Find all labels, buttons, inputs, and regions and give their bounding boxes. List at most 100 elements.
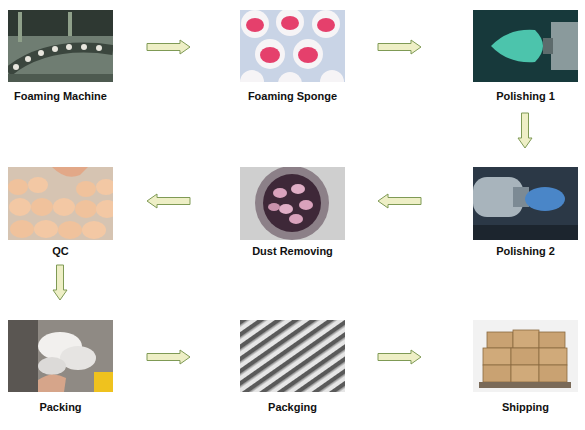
step-caption: Dust Removing [218,244,368,258]
sponge-photo [240,8,345,96]
photo-bg [473,167,578,240]
carton [487,332,513,348]
carton [539,348,567,365]
photo-bg [473,320,578,392]
process-step: Foaming Machine [0,0,147,113]
step-label: Packing [0,400,136,414]
flow-arrow [53,265,67,300]
machine-frame [8,10,113,36]
photo-bg [473,10,578,82]
blue-sponge [525,187,565,211]
machine-photo [8,10,113,82]
process-step: Packging [190,300,378,430]
egg-sponge [8,179,28,195]
egg-sponge [9,198,31,216]
dust-photo [240,166,345,240]
pink-sponge [273,188,287,198]
pink-sponge [289,214,303,224]
carton [483,348,511,365]
step-caption: Foaming Machine [0,89,136,103]
hands [38,374,66,392]
step-caption: QC [0,244,136,258]
egg-sponge [28,177,48,193]
machine-post [18,12,22,42]
machine-side [8,320,38,392]
step-label: Polishing 2 [451,244,585,258]
polishing-photo [473,167,578,240]
flow-arrow [378,194,421,208]
mold-cup [241,10,269,38]
step-caption: Polishing 1 [451,89,585,103]
step-label: Foaming Machine [0,89,136,103]
conveyor-track [8,48,113,72]
machine-head [551,22,578,70]
mold-cup [276,8,304,36]
mold-cup [52,46,58,52]
egg-sponge [76,181,96,197]
pink-sponge [317,18,335,32]
process-step: QC [0,148,147,265]
step-caption: Foaming Sponge [218,89,368,103]
machine-base [8,74,113,82]
pink-sponge [260,47,280,63]
mold-cup [96,45,102,51]
qc-photo [8,167,118,240]
mold-cup [38,50,44,56]
photo-bg [8,320,113,392]
pink-sponge [291,184,305,194]
pink-sponge [246,18,264,32]
flow-arrow [147,350,190,364]
flow-arrow [147,40,190,54]
plastic-bag [38,357,66,375]
egg-sponge [75,200,97,218]
shipping-photo [473,320,578,392]
step-label: Dust Removing [218,244,368,258]
step-label: Polishing 1 [451,89,585,103]
step-caption: Shipping [451,400,585,414]
carton [539,365,567,382]
machine-spindle [543,38,553,54]
pink-sponge [279,204,293,214]
mold-cup [312,10,340,38]
egg-sponge [96,200,118,218]
process-step: Dust Removing [190,148,378,265]
packing-photo [8,320,113,392]
carton [483,365,511,382]
flow-arrow [378,350,421,364]
carton [539,332,565,348]
process-step: Foaming Sponge [190,0,378,113]
mold-cup [66,44,72,50]
pink-sponge [298,47,318,63]
photo-bg [240,167,345,240]
pink-sponge [281,16,299,30]
egg-sponge [58,221,82,239]
step-label: Foaming Sponge [218,89,368,103]
flow-arrow [518,113,532,148]
drum-inside [263,174,321,232]
machine-post [68,12,72,36]
process-step: Polishing 2 [421,148,585,265]
carton [513,330,539,348]
teal-sponge [491,30,543,62]
process-step: Polishing 1 [421,0,585,113]
process-step: Shipping [421,300,585,430]
flow-arrow [378,40,421,54]
pink-sponge [299,200,313,210]
pallet [479,382,571,388]
label-sticker [94,372,113,392]
corrugated-board [240,320,345,392]
pink-sponge [268,203,280,211]
photo-bg [8,10,113,82]
egg-sponge [34,220,58,238]
hands [52,167,88,177]
carton [511,348,539,365]
flow-arrow [147,194,190,208]
drum-rim [255,166,329,240]
egg-sponge [31,198,53,216]
mold-cup [81,44,87,50]
step-caption: Packging [218,400,368,414]
step-label: QC [0,244,136,258]
photo-bg [8,167,113,240]
carton [511,365,539,382]
